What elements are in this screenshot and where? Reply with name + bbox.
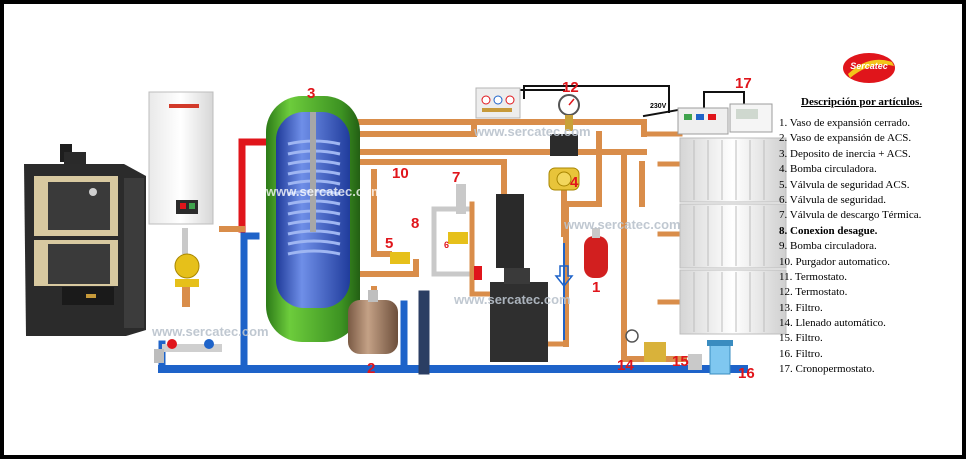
radiators bbox=[679, 137, 787, 335]
diagram-canvas: www.sercatec.com www.sercatec.com www.se… bbox=[4, 4, 962, 455]
legend-item: 14. Llenado automático. bbox=[779, 317, 886, 330]
callout-8: 8 bbox=[411, 215, 419, 232]
legend-item: 7. Válvula de descargo Térmica. bbox=[779, 209, 922, 222]
legend-item: 2. Vaso de expansión de ACS. bbox=[779, 132, 912, 145]
watermark-boiler: www.sercatec.com bbox=[453, 292, 571, 307]
control-box-230v bbox=[677, 107, 729, 135]
callout-1: 1 bbox=[592, 279, 600, 296]
legend-item: 10. Purgador automatico. bbox=[779, 255, 890, 268]
callout-4: 4 bbox=[570, 174, 579, 191]
callout-2: 2 bbox=[367, 360, 375, 377]
legend-item: 6. Válvula de seguridad. bbox=[779, 193, 887, 206]
callout-15: 15 bbox=[672, 353, 689, 370]
heating-expansion-vessel bbox=[584, 228, 608, 278]
logo-text: Sercatec bbox=[850, 61, 888, 71]
radiator-bottom bbox=[679, 269, 787, 335]
legend-item: 9. Bomba circuladora. bbox=[779, 240, 877, 253]
callout-17: 17 bbox=[735, 75, 752, 92]
drain-arrow-icon bbox=[554, 265, 574, 288]
gas-regulator bbox=[174, 228, 200, 307]
wall-boiler bbox=[148, 91, 214, 225]
chrono-thermostat bbox=[729, 103, 773, 133]
legend: Descripción por artículos. 1. Vaso de ex… bbox=[779, 96, 962, 378]
wood-stove bbox=[24, 144, 146, 336]
legend-item: 8. Conexion desague. bbox=[779, 224, 878, 237]
radiator-middle bbox=[679, 203, 787, 269]
legend-item: 17. Cronopermostato. bbox=[779, 363, 875, 376]
legend-item: 4. Bomba circuladora. bbox=[779, 163, 877, 176]
legend-item: 15. Filtro. bbox=[779, 332, 823, 345]
legend-item: 12. Termostato. bbox=[779, 286, 848, 299]
callout-6: 6 bbox=[444, 240, 449, 250]
watermark-top: www.sercatec.com bbox=[473, 124, 591, 139]
legend-list: 1. Vaso de expansión cerrado. 2. Vaso de… bbox=[779, 116, 962, 378]
thermostat-panel bbox=[475, 87, 521, 119]
legend-item: 5. Válvula de seguridad ACS. bbox=[779, 178, 910, 191]
voltage-label: 230V bbox=[650, 103, 667, 110]
mixer-tap bbox=[154, 339, 222, 363]
watermark-bottom-left: www.sercatec.com bbox=[151, 324, 269, 339]
filter-15 bbox=[688, 354, 702, 370]
watermark-middle: www.sercatec.com bbox=[563, 217, 681, 232]
watermark-tank: www.sercatec.com bbox=[265, 184, 383, 199]
legend-item: 16. Filtro. bbox=[779, 347, 823, 360]
callout-12: 12 bbox=[562, 79, 579, 96]
gauge-12 bbox=[558, 94, 580, 131]
filter-16 bbox=[707, 340, 733, 375]
callout-16: 16 bbox=[738, 365, 755, 382]
radiator-top bbox=[679, 137, 787, 203]
heating-system-diagram: www.sercatec.com www.sercatec.com www.se… bbox=[24, 75, 787, 382]
logo-badge-icon bbox=[843, 53, 895, 83]
sercatec-logo: Sercatec bbox=[842, 52, 896, 84]
legend-item: 13. Filtro. bbox=[779, 301, 823, 314]
callout-10: 10 bbox=[392, 165, 409, 182]
legend-title: Descripción por artículos. bbox=[801, 96, 923, 108]
buffer-tank bbox=[266, 96, 360, 342]
circulation-pump bbox=[548, 134, 580, 191]
auto-fill-valve bbox=[625, 329, 666, 362]
legend-item: 11. Termostato. bbox=[779, 270, 847, 283]
central-boiler bbox=[490, 194, 548, 362]
legend-item: 1. Vaso de expansión cerrado. bbox=[779, 117, 911, 129]
callout-5: 5 bbox=[385, 235, 393, 252]
dhw-expansion-vessel bbox=[348, 290, 398, 354]
callout-3: 3 bbox=[307, 85, 315, 102]
callout-14: 14 bbox=[617, 357, 634, 374]
safety-valve-assembly bbox=[390, 184, 482, 280]
legend-item: 3. Deposito de inercia + ACS. bbox=[779, 147, 911, 160]
callout-7: 7 bbox=[452, 169, 460, 186]
